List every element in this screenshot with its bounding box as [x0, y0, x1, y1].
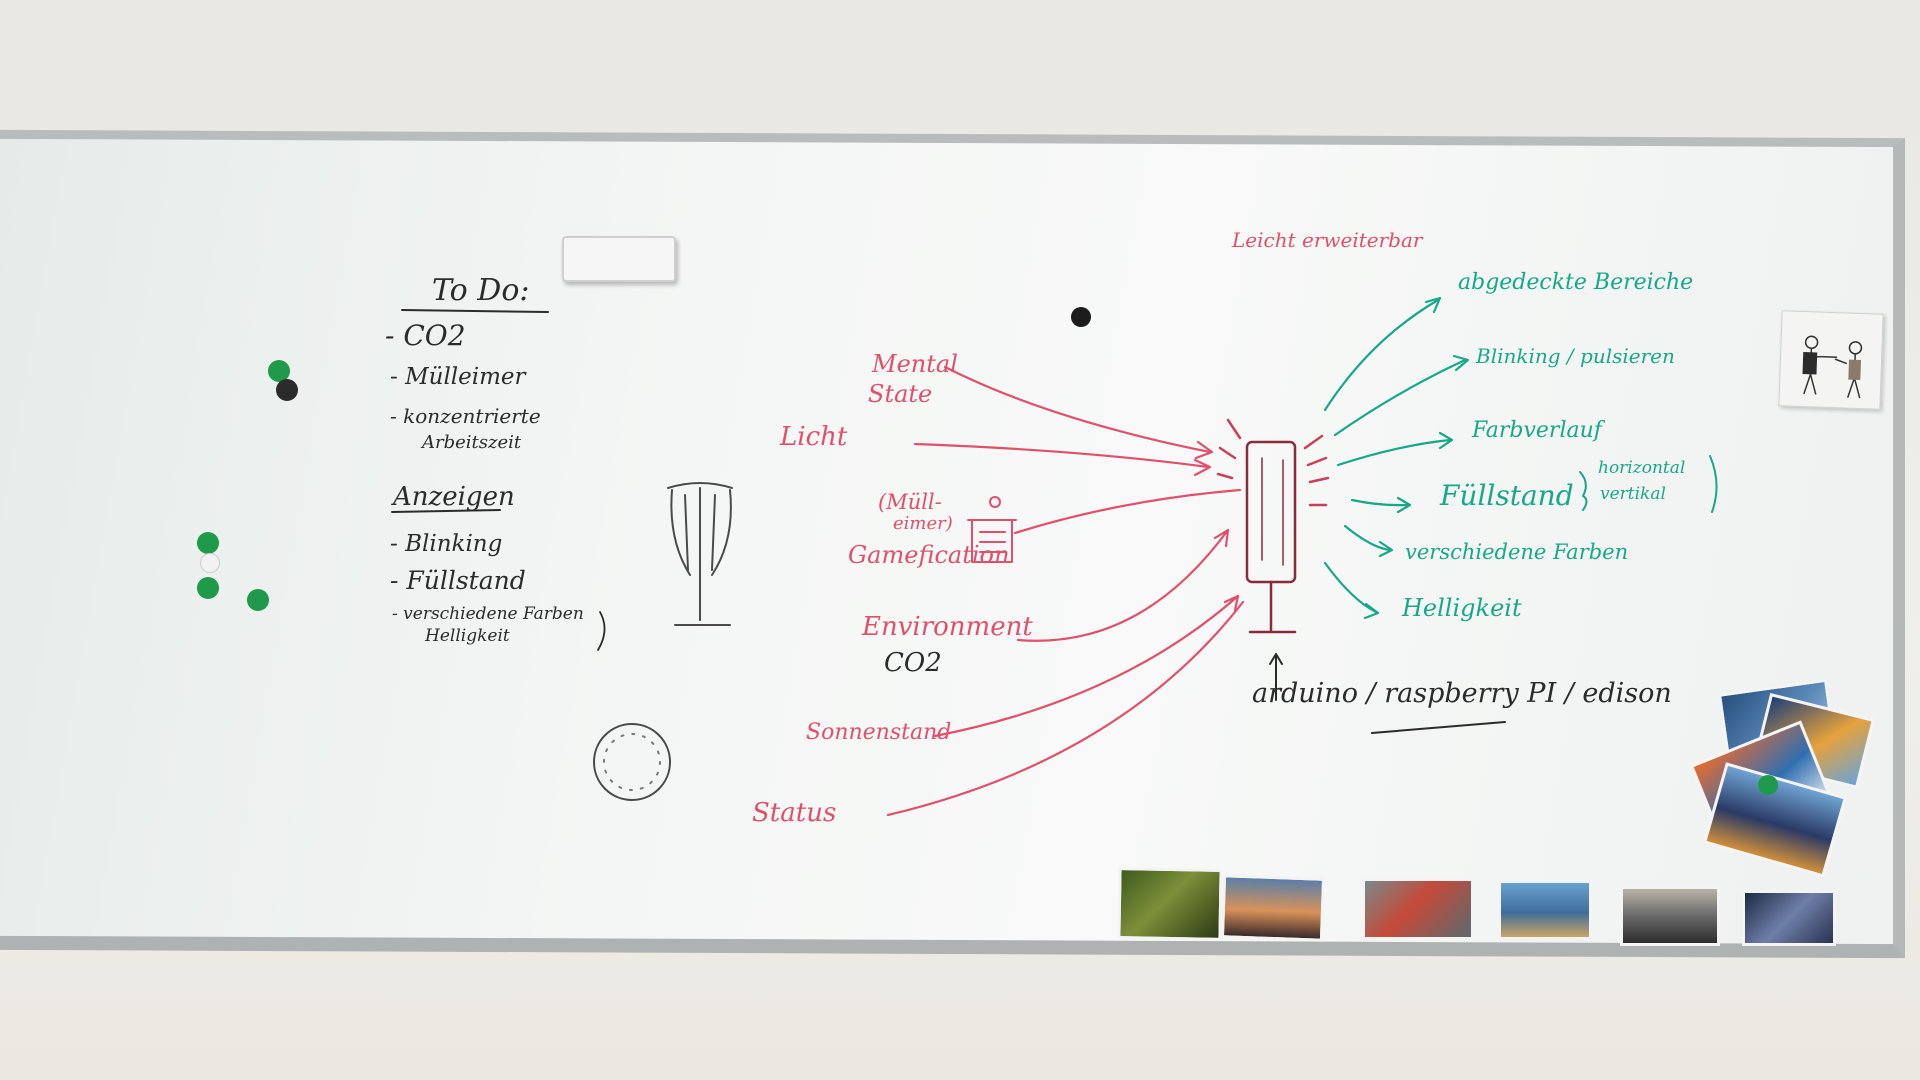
whiteboard-eraser — [562, 236, 676, 282]
black-magnet — [1071, 307, 1091, 327]
cartoon-card — [1778, 310, 1884, 410]
photo-sunset — [1220, 874, 1326, 942]
todo-item: - Mülleimer — [390, 364, 526, 390]
photo-blue-scene — [1498, 880, 1592, 940]
anzeigen-item: - verschiedene Farben — [392, 604, 584, 624]
input-environment: Environment — [862, 612, 1033, 642]
input-mental: Mental — [872, 350, 958, 378]
todo-title: To Do: — [432, 273, 530, 308]
todo-item: - konzentrierte — [390, 404, 541, 428]
anzeigen-item: - Blinking — [390, 531, 503, 557]
input-gamification: Gamefication — [848, 541, 1010, 569]
lamp-sketch — [1245, 440, 1297, 634]
output-arrows — [1323, 296, 1470, 620]
input-eimer: eimer) — [893, 513, 953, 534]
light-rays — [1216, 418, 1330, 507]
anzeigen-item: Helligkeit — [425, 626, 510, 646]
green-magnet — [247, 589, 269, 611]
todo-item: Arbeitszeit — [422, 432, 522, 453]
output-fuellstand: Füllstand — [1440, 479, 1574, 512]
cartoon-drawing — [1802, 335, 1863, 399]
circle-sketch — [593, 723, 671, 801]
input-sonnenstand: Sonnenstand — [806, 720, 952, 745]
input-arrows — [886, 365, 1245, 817]
output-vertikal: vertikal — [1600, 484, 1666, 504]
photo-dark-blue — [1742, 890, 1836, 946]
output-bereiche: abgedeckte Bereiche — [1458, 270, 1694, 295]
input-muell: (Müll- — [878, 490, 942, 514]
input-licht: Licht — [780, 422, 848, 452]
input-state: State — [868, 380, 933, 408]
photo-red-figure — [1362, 878, 1474, 940]
photo-leaves — [1117, 867, 1223, 941]
black-magnet — [276, 379, 298, 401]
green-magnet — [268, 360, 290, 382]
hardware-label: arduino / raspberry PI / edison — [1252, 678, 1672, 709]
anzeigen-title: Anzeigen — [393, 482, 515, 512]
tree-sketch — [667, 482, 733, 626]
white-magnet — [200, 553, 220, 573]
note-leicht-erweiterbar: Leicht erweiterbar — [1232, 228, 1423, 252]
input-co2: CO2 — [884, 648, 942, 678]
output-blinking: Blinking / pulsieren — [1476, 344, 1675, 368]
output-helligkeit: Helligkeit — [1402, 594, 1522, 622]
output-farbverlauf: Farbverlauf — [1472, 418, 1602, 443]
photo-poster — [1620, 886, 1720, 946]
green-magnet — [1758, 775, 1778, 795]
output-horizontal: horizontal — [1598, 458, 1686, 478]
bin-sketch — [967, 496, 1017, 563]
anzeigen-item: - Füllstand — [390, 566, 526, 595]
green-magnet — [197, 532, 219, 554]
todo-item: - CO2 — [385, 319, 466, 352]
green-magnet — [197, 577, 219, 599]
input-status: Status — [752, 798, 837, 828]
output-farben: verschiedene Farben — [1405, 540, 1629, 564]
